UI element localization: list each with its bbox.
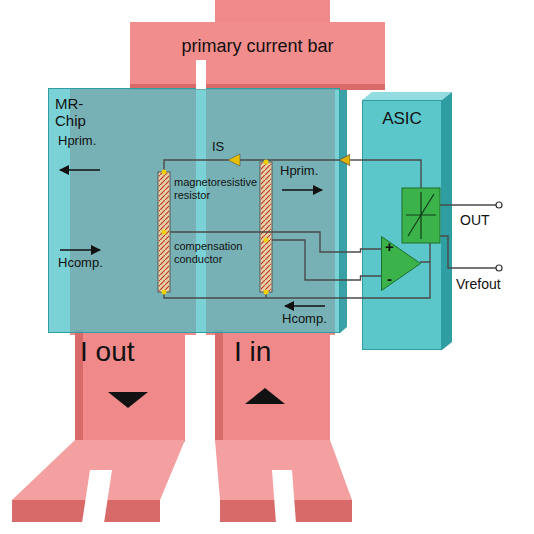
current-arrow (245, 388, 285, 404)
junction-dot (162, 230, 167, 235)
junction-dot (264, 238, 269, 243)
output-wire (440, 204, 496, 205)
sense-wire (265, 160, 266, 162)
field-arrow (60, 249, 100, 251)
junction-dot (264, 160, 269, 165)
junction-dot (162, 290, 167, 295)
signal-wire (340, 249, 381, 252)
out-fork-notch (82, 470, 112, 523)
asic-box: ASIC+- (362, 100, 442, 350)
compensation-wire (362, 262, 430, 298)
part-name: MR- Chip (55, 95, 95, 129)
multiplier-symbol (406, 192, 436, 239)
out-leg-edge (75, 330, 83, 442)
current-arrow (108, 392, 148, 408)
pin-label: OUT (460, 212, 490, 228)
part-name: ASIC (363, 109, 441, 129)
in-leg (215, 330, 330, 442)
pin-label: Vrefout (456, 276, 501, 292)
mr-chip: MR- Chip (48, 88, 340, 333)
bridge-wire (272, 240, 340, 280)
field-arrow-group (60, 170, 325, 306)
asic-top (362, 92, 452, 100)
part-name: primary current bar (130, 36, 385, 57)
feedback-wire (429, 243, 430, 262)
resistor-hatch (159, 173, 169, 291)
current-bar-plate: primary current bar (130, 22, 385, 90)
asic-side (442, 92, 452, 350)
compensation-wire (164, 292, 362, 298)
out-leg (75, 330, 185, 442)
current-label: I in (234, 336, 271, 368)
current-label: I out (80, 336, 134, 368)
bar-slot (196, 60, 206, 89)
field-arrow (285, 305, 325, 307)
bridge-wire (170, 232, 340, 252)
pin-sign: + (385, 239, 394, 254)
sense-wire (362, 160, 421, 188)
chip-side (340, 82, 347, 333)
in-fork-notch (272, 470, 296, 523)
field-arrow (282, 189, 322, 191)
terminal-pin (496, 265, 502, 271)
signal-wire (340, 159, 362, 160)
reference-wire (440, 236, 496, 268)
multiplier-box (402, 188, 440, 243)
pin-sign: - (387, 271, 392, 286)
in-leg-edge (215, 330, 223, 442)
sense-wire (164, 160, 340, 172)
field-arrow (60, 169, 100, 171)
amplifier-triangle: +- (381, 236, 421, 291)
resistor-symbol (260, 162, 272, 292)
resistor-symbol (158, 172, 170, 292)
edge-layer (340, 160, 381, 280)
terminal-pin (496, 202, 502, 208)
current-arrow (228, 154, 240, 166)
junction-dot (264, 290, 269, 295)
resistor-hatch (261, 163, 271, 291)
junction-dot (162, 170, 167, 175)
amplifier-shape (382, 237, 421, 291)
wire-group (164, 160, 496, 298)
signal-wire (340, 276, 381, 280)
compensation-wire (265, 292, 266, 298)
